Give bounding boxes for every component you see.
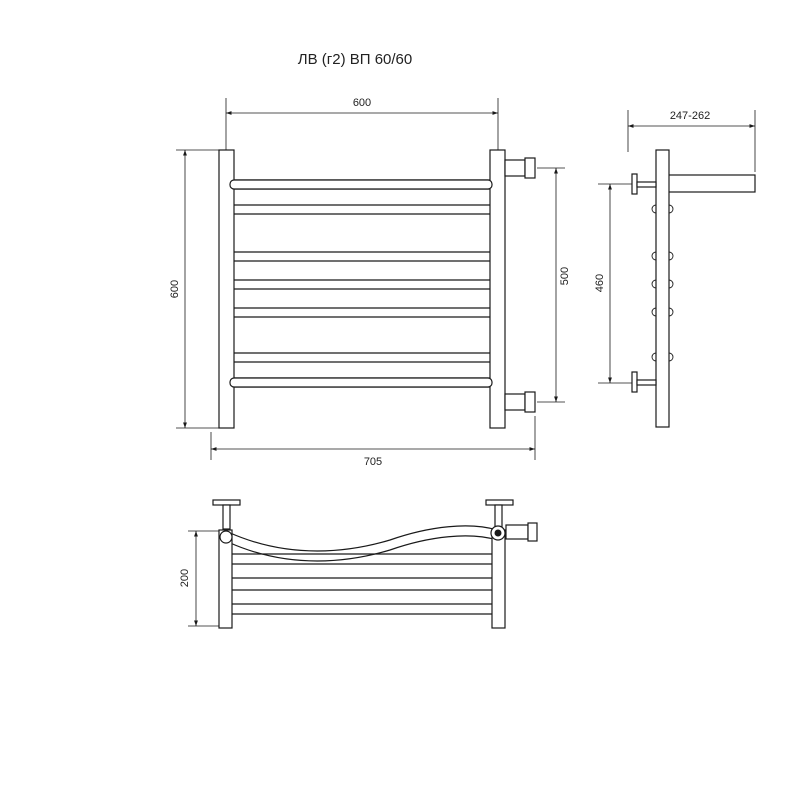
top-connection-fitting (504, 157, 536, 179)
drawing-title: ЛВ (г2) ВП 60/60 (298, 51, 412, 68)
left-post (218, 149, 235, 429)
top-right-post (491, 529, 506, 629)
dim-front-height: 600 (169, 280, 181, 298)
side-view: 247-262 460 (594, 110, 756, 428)
top-rails (231, 553, 493, 615)
top-view: 200 (179, 499, 538, 629)
dim-front-width: 600 (353, 97, 371, 109)
top-left-post (218, 529, 233, 629)
top-wavy-rail (227, 525, 498, 552)
dim-connection-distance: 500 (559, 267, 571, 285)
dim-overall-width: 705 (364, 456, 382, 468)
bottom-connection-fitting (504, 391, 536, 413)
top-left-mount (212, 499, 241, 544)
side-wall-bracket-top (631, 173, 657, 195)
front-view: 600 600 500 705 (169, 97, 571, 468)
top-right-mount (485, 499, 538, 542)
side-pipe (667, 174, 756, 193)
side-post (655, 149, 670, 428)
right-post (489, 149, 506, 429)
side-wall-bracket-bottom (631, 371, 657, 393)
dim-side-height: 460 (594, 274, 606, 292)
dim-side-depth: 247-262 (670, 110, 710, 122)
front-rails (224, 179, 501, 388)
dim-top-depth: 200 (179, 569, 191, 587)
side-rail-ends (651, 204, 674, 362)
